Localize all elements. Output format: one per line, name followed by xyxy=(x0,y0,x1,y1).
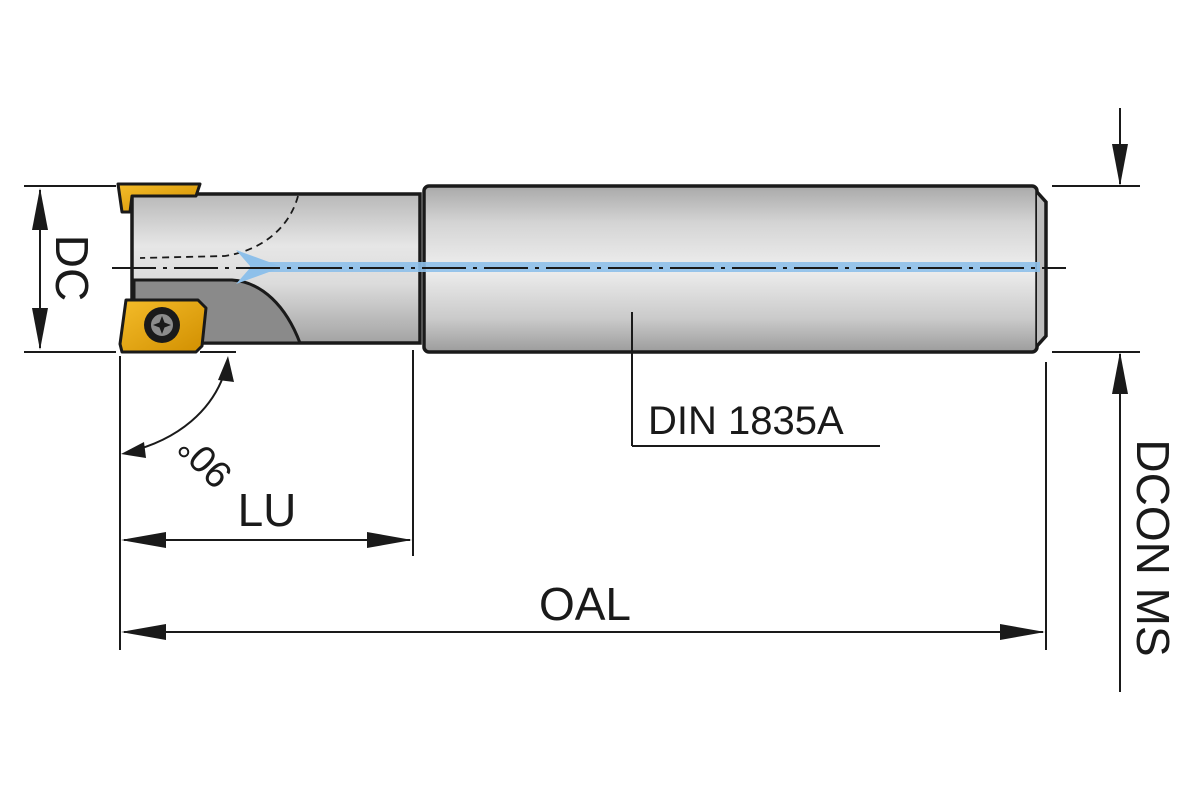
angle-dimension: 90° xyxy=(119,351,241,650)
torx-screw-icon xyxy=(144,307,180,343)
dcon-label: DCON MS xyxy=(1127,439,1179,656)
dc-dimension: DC xyxy=(24,185,116,353)
lu-dimension: LU xyxy=(121,350,414,556)
coolant-outlet-down xyxy=(236,268,280,284)
lu-label: LU xyxy=(238,484,297,536)
cutting-insert-top xyxy=(116,182,202,214)
dcon-dimension: DCON MS xyxy=(1052,108,1179,692)
coolant-outlet-up xyxy=(236,250,280,266)
dc-label: DC xyxy=(46,235,98,301)
oal-dimension: OAL xyxy=(121,362,1047,650)
shank-standard-callout: DIN 1835A xyxy=(631,312,880,447)
oal-label: OAL xyxy=(539,578,631,630)
shank-standard-label: DIN 1835A xyxy=(648,399,844,443)
cutting-insert-bottom xyxy=(118,298,208,354)
angle-label: 90° xyxy=(170,425,240,495)
hidden-edge xyxy=(139,195,299,259)
